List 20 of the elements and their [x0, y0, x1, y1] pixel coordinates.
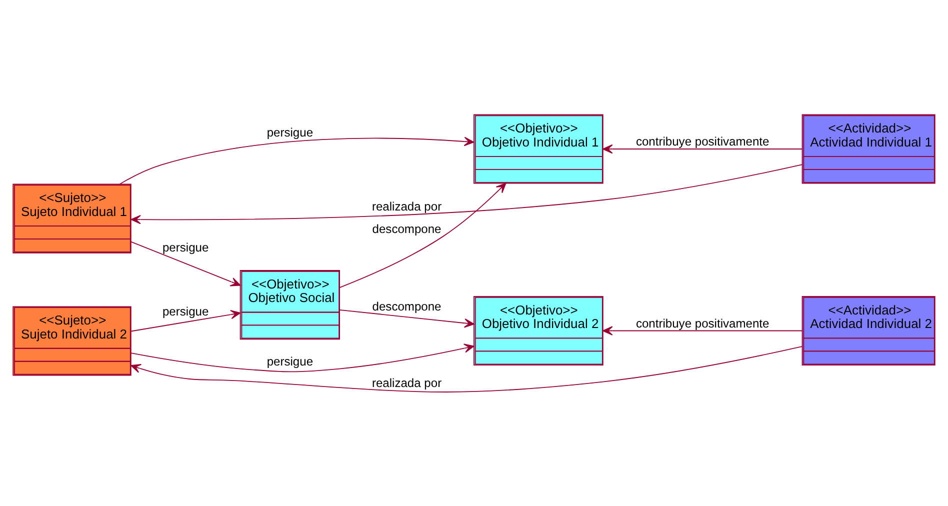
edge-label: descompone [372, 299, 442, 314]
arrow [130, 240, 241, 286]
edge-label: descompone [372, 221, 442, 236]
arrow [339, 182, 506, 288]
edge-label: persigue [266, 124, 314, 139]
arrow [130, 309, 241, 332]
edge-label: contribuye positivamente [636, 316, 770, 330]
arrow [602, 326, 803, 335]
edge-label: realizada por [372, 375, 442, 390]
edge-label: persigue [162, 240, 209, 254]
arrow [119, 136, 474, 184]
arrow [130, 345, 803, 392]
edge-label: contribuye positivamente [636, 134, 770, 148]
edge-label: persigue [266, 354, 314, 368]
arrow [602, 144, 803, 154]
arrow [339, 308, 474, 328]
arrow [130, 164, 803, 224]
edge-label: realizada por [372, 199, 442, 214]
arrow [130, 343, 474, 372]
edge-label: persigue [162, 304, 209, 318]
